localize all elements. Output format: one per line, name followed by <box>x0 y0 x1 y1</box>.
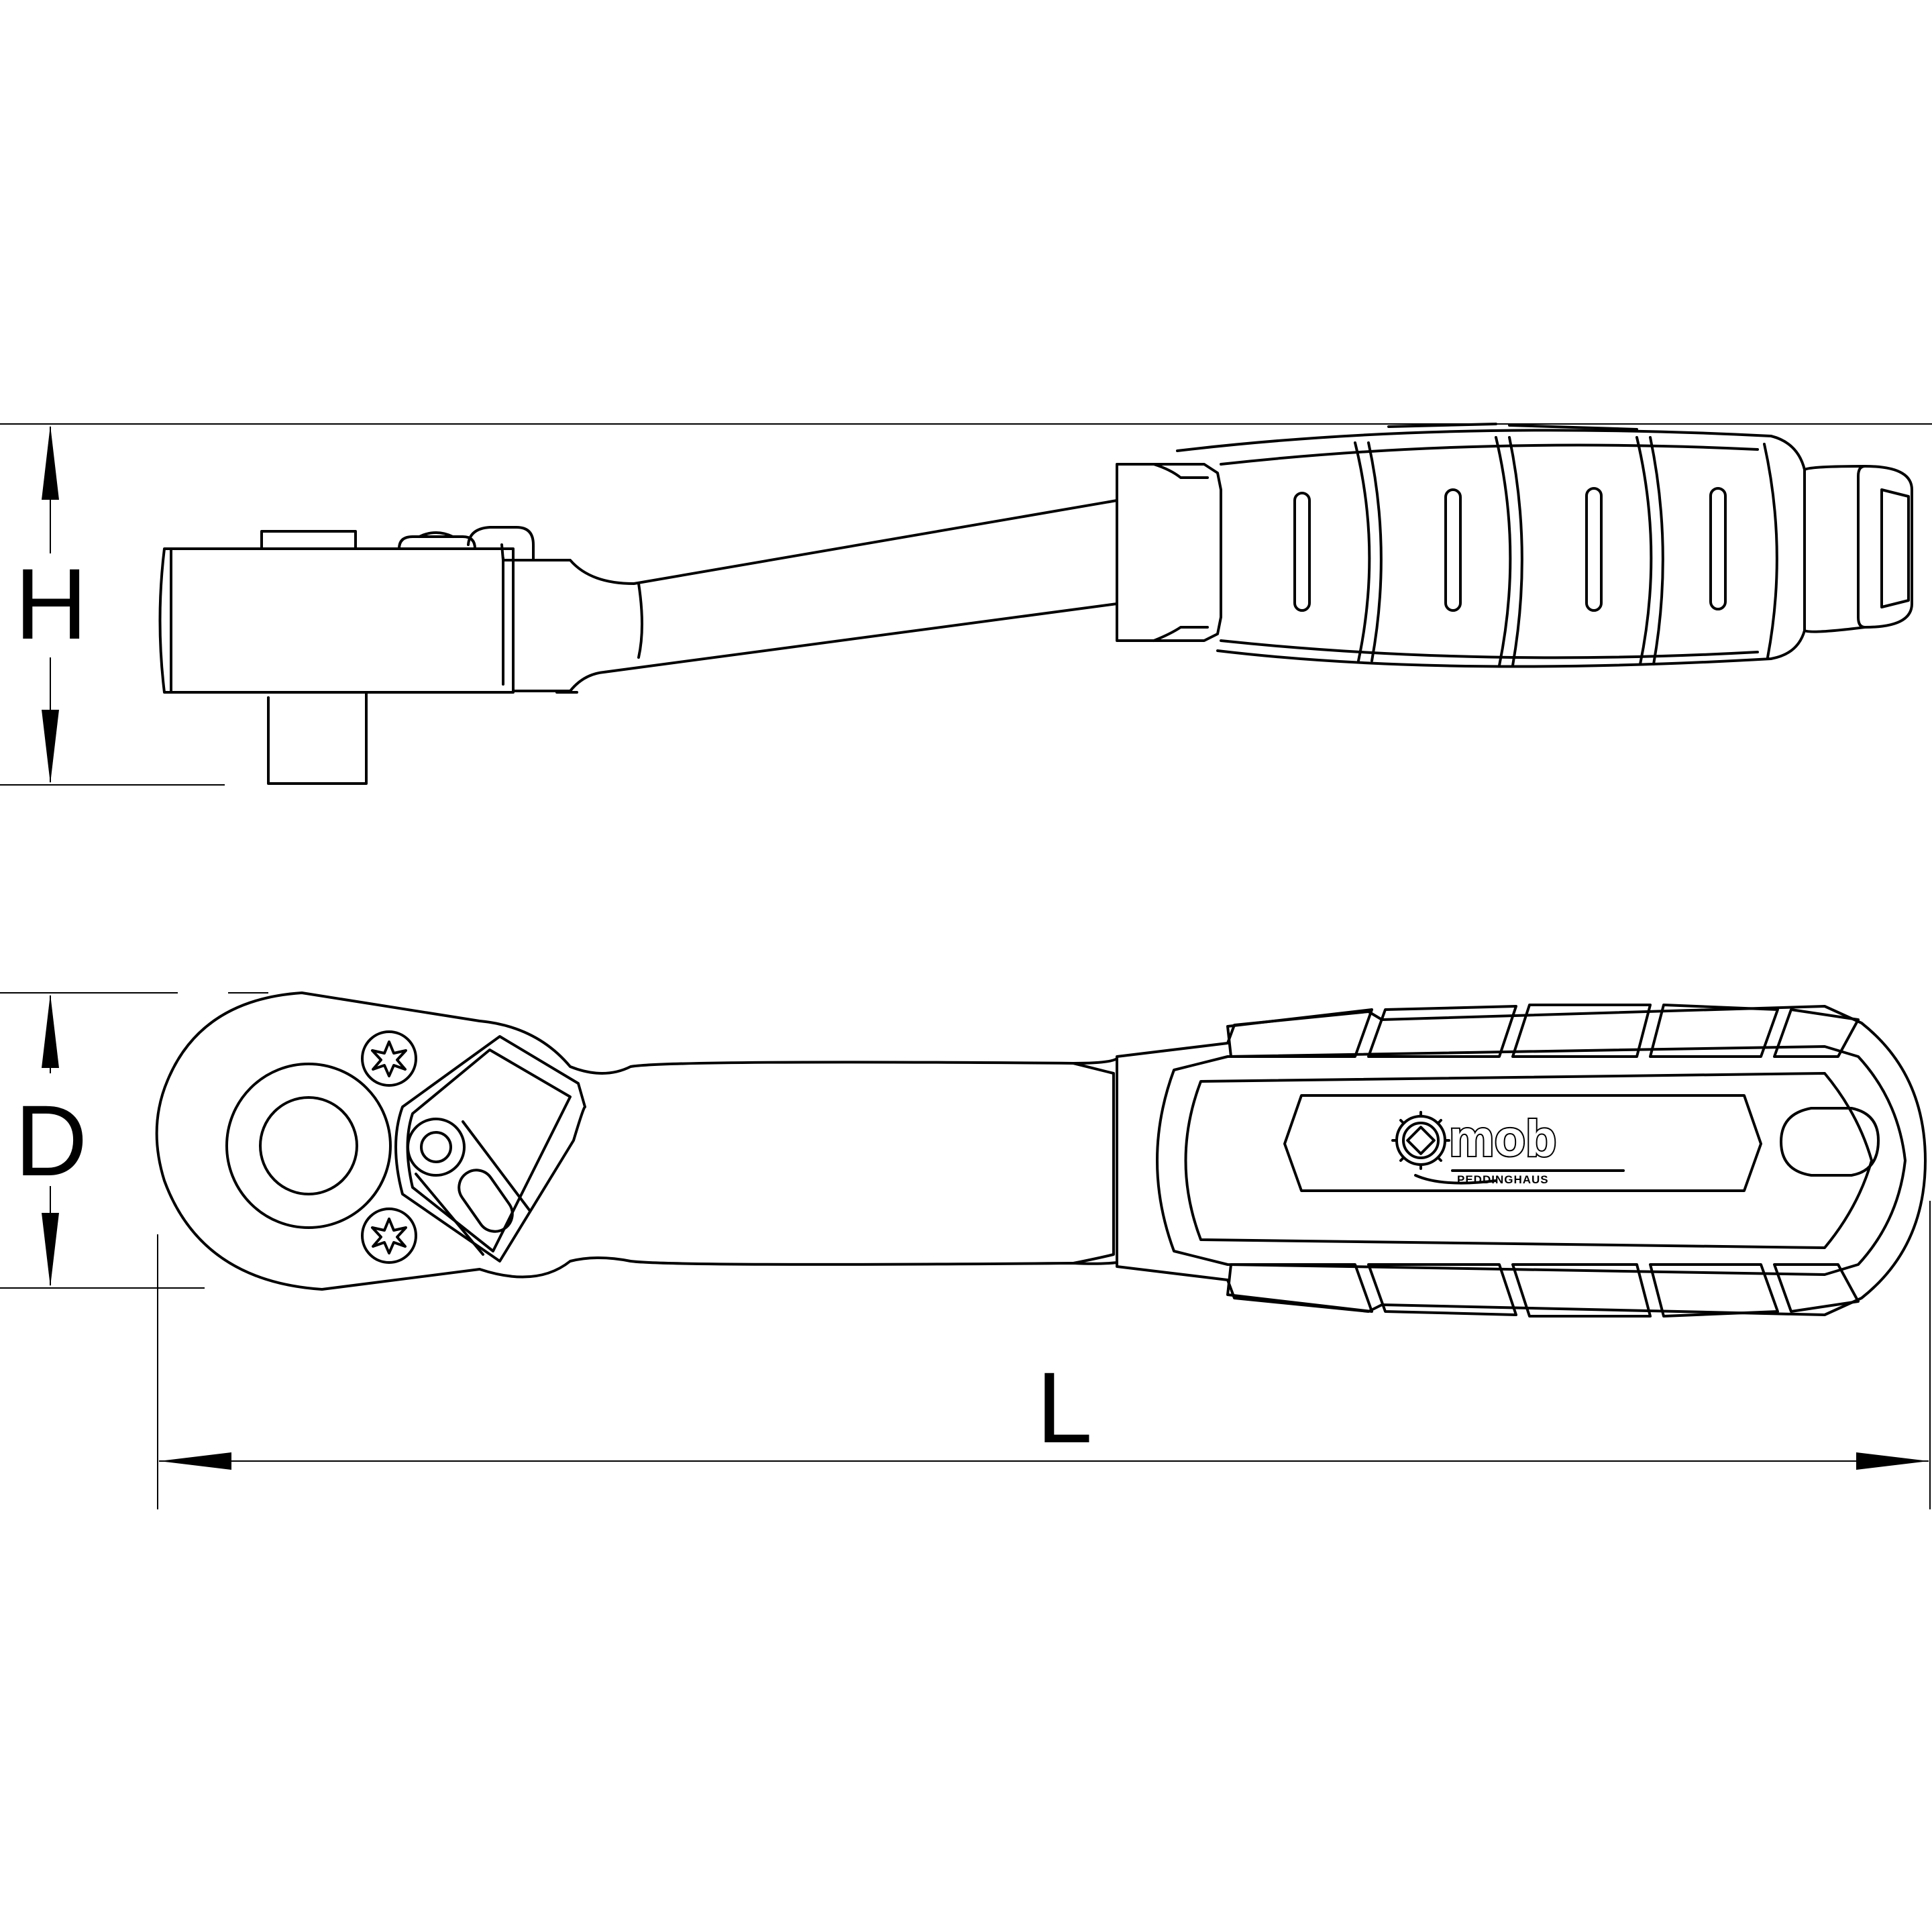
arrow-down-icon <box>42 710 59 784</box>
arrow-right-icon <box>1856 1452 1929 1470</box>
dimension-d: D <box>0 992 268 1289</box>
ratchet-side-view <box>158 423 1913 785</box>
ratchet-top-view: mob PEDDINGHAUS <box>155 991 1927 1318</box>
arrow-up-icon <box>42 425 59 500</box>
hang-hole <box>1780 1107 1880 1177</box>
torx-screw-icon <box>361 1208 417 1264</box>
dimension-l: L <box>157 1201 1931 1509</box>
brand-logo: mob <box>1449 1110 1556 1167</box>
brand-logo-subtext: PEDDINGHAUS <box>1457 1173 1549 1186</box>
reverse-lever <box>394 1035 586 1263</box>
dimension-l-label: L <box>1036 1351 1092 1464</box>
dimension-d-label: D <box>15 1084 87 1197</box>
torx-screw-icon <box>361 1030 417 1087</box>
logo-panel <box>1283 1094 1762 1192</box>
arrow-down-icon <box>42 1213 59 1287</box>
dimension-h-label: H <box>15 547 87 660</box>
arrow-left-icon <box>159 1452 231 1470</box>
gear-icon <box>1391 1111 1450 1170</box>
dimension-h: H <box>0 423 1932 786</box>
arrow-up-icon <box>42 994 59 1068</box>
